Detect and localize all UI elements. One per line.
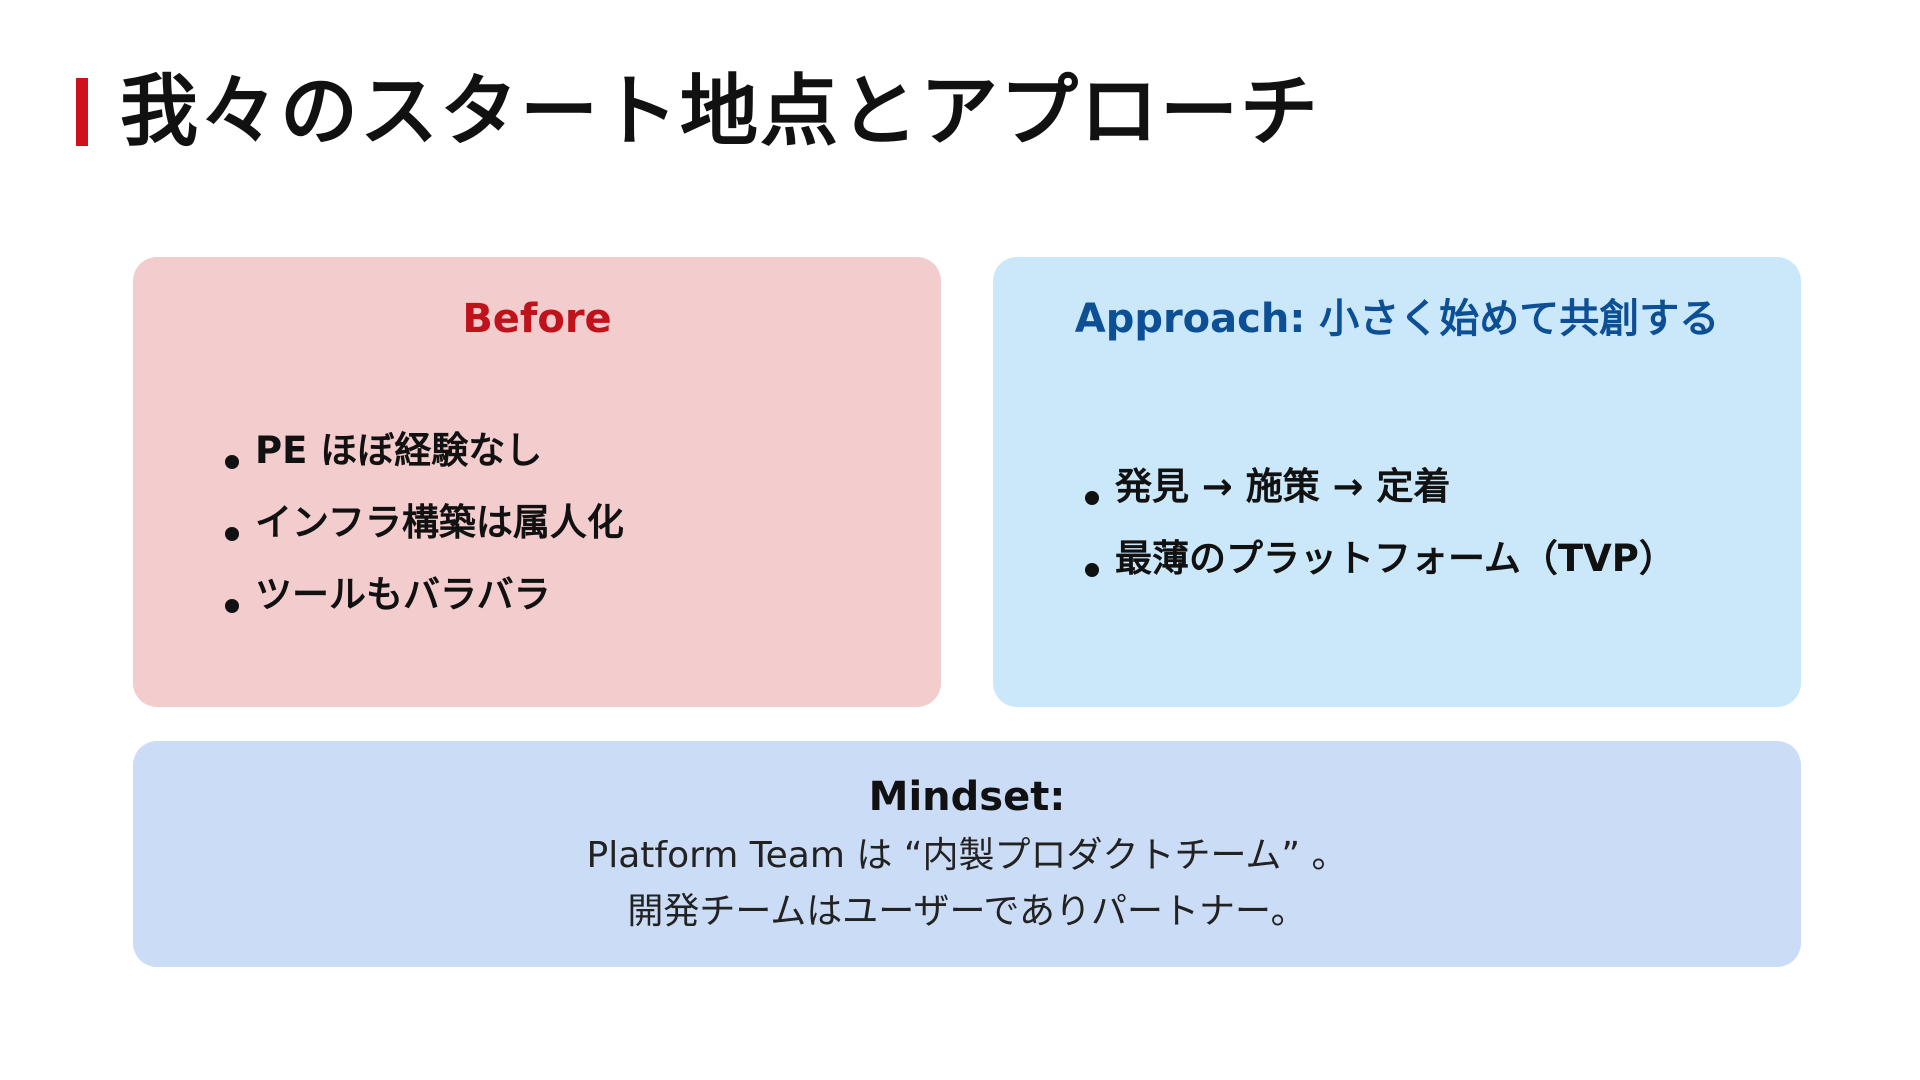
bullet-item: 最薄のプラットフォーム（TVP） [1083,523,1676,595]
before-card: Before PE ほぼ経験なし インフラ構築は属人化 ツールもバラバラ [133,257,941,707]
mindset-line: Platform Team は “内製プロダクトチーム” 。 [586,835,1348,876]
bullet-dot-icon [1085,491,1099,505]
mindset-heading: Mindset: [868,774,1066,820]
bullet-dot-icon [225,527,239,541]
slide-title: 我々のスタート地点とアプローチ [120,67,1321,157]
bullet-dot-icon [225,455,239,469]
bullet-text: 発見 → 施策 → 定着 [1115,465,1451,508]
bullet-dot-icon [1085,563,1099,577]
approach-heading: Approach: 小さく始めて共創する [1074,296,1720,342]
bullet-item: インフラ構築は属人化 [223,487,624,559]
bullet-item: ツールもバラバラ [223,559,624,631]
bullet-text: インフラ構築は属人化 [255,501,624,544]
bullet-text: 最薄のプラットフォーム（TVP） [1115,537,1676,580]
approach-bullet-list: 発見 → 施策 → 定着 最薄のプラットフォーム（TVP） [1083,451,1676,595]
before-bullet-list: PE ほぼ経験なし インフラ構築は属人化 ツールもバラバラ [223,415,624,631]
before-heading: Before [462,296,612,342]
bullet-item: PE ほぼ経験なし [223,415,624,487]
bullet-text: PE ほぼ経験なし [255,429,543,472]
mindset-line: 開発チームはユーザーでありパートナー。 [627,891,1307,932]
bullet-dot-icon [225,599,239,613]
bullet-text: ツールもバラバラ [255,573,551,616]
bullet-item: 発見 → 施策 → 定着 [1083,451,1676,523]
mindset-card: Mindset: Platform Team は “内製プロダクトチーム” 。 … [133,741,1801,967]
approach-card: Approach: 小さく始めて共創する 発見 → 施策 → 定着 最薄のプラッ… [993,257,1801,707]
title-accent-bar [76,78,88,146]
